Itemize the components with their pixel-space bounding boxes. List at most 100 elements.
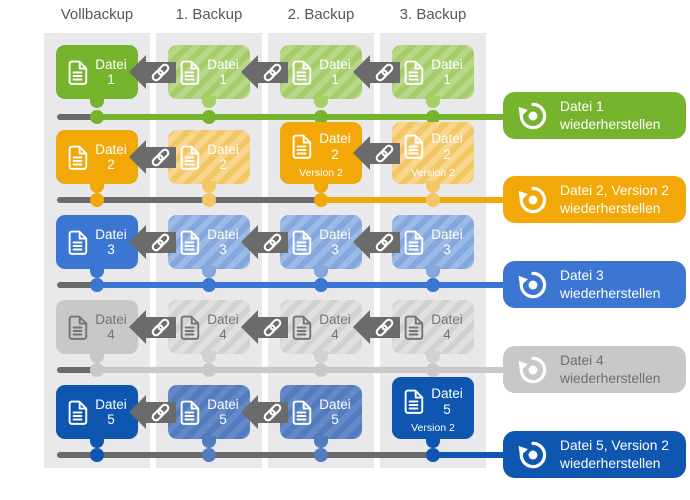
link-arrow-left: [353, 136, 400, 170]
file-name: Datei: [95, 226, 127, 242]
file-number: 3: [107, 242, 115, 257]
file-number: 1: [331, 72, 339, 87]
restore-arrow-icon: [516, 438, 550, 472]
arrow-head: [353, 55, 370, 89]
card-tab: [426, 266, 440, 278]
file-number: 4: [219, 327, 227, 342]
timeline-gray-segment: [57, 282, 99, 288]
card-tab: [202, 351, 216, 363]
file-name: Datei: [207, 141, 239, 157]
timeline-dot: [314, 363, 328, 377]
file-name: Datei: [319, 311, 351, 327]
card-tab: [314, 266, 328, 278]
document-icon: [403, 389, 424, 414]
timeline-dot: [90, 448, 104, 462]
file-number: 3: [219, 242, 227, 257]
file-number: 3: [443, 242, 451, 257]
timeline-dot: [90, 110, 104, 124]
column-header-backup-2: 2. Backup: [287, 6, 355, 23]
file-name: Datei: [95, 141, 127, 157]
timeline-gray-segment: [57, 367, 99, 373]
timeline-dot: [202, 193, 216, 207]
file-name: Datei: [431, 311, 463, 327]
file-name: Datei: [431, 131, 463, 147]
file-name: Datei: [95, 56, 127, 72]
timeline-dot: [426, 363, 440, 377]
document-icon: [291, 400, 312, 425]
arrow-head: [129, 310, 146, 344]
link-arrow-left: [353, 55, 400, 89]
arrow-head: [241, 225, 258, 259]
file-name: Datei: [207, 311, 239, 327]
document-icon: [179, 400, 200, 425]
file-number: 5: [331, 412, 339, 427]
file-number: 3: [331, 242, 339, 257]
chain-link-icon: [262, 402, 283, 423]
file-number: 1: [107, 72, 115, 87]
file-number: 5: [443, 401, 451, 417]
timeline-dot: [202, 278, 216, 292]
arrow-head: [129, 225, 146, 259]
card-tab: [90, 266, 104, 278]
card-tab: [314, 351, 328, 363]
arrow-head: [353, 225, 370, 259]
timeline-dot: [314, 110, 328, 124]
card-tab: [90, 351, 104, 363]
version-label: Version 2: [411, 422, 455, 434]
file-name: Datei: [319, 56, 351, 72]
file-name: Datei: [207, 56, 239, 72]
timeline-dot: [90, 278, 104, 292]
card-tab: [90, 96, 104, 108]
version-label: Version 2: [411, 167, 455, 179]
arrow-head: [241, 310, 258, 344]
card-tab: [90, 436, 104, 448]
file-name: Datei: [319, 396, 351, 412]
column-header-backup-3: 3. Backup: [399, 6, 467, 23]
card-tab: [90, 181, 104, 193]
timeline-dot: [426, 448, 440, 462]
file-number: 2: [219, 157, 227, 172]
chain-link-icon: [150, 402, 171, 423]
link-arrow-left: [129, 140, 176, 174]
file-name: Datei: [207, 396, 239, 412]
file-name: Datei: [319, 226, 351, 242]
timeline-gray-segment: [57, 452, 435, 458]
arrow-head: [129, 140, 146, 174]
timeline-gray-segment: [57, 114, 99, 120]
arrow-head: [353, 310, 370, 344]
timeline-dot: [90, 363, 104, 377]
file-name: Datei: [431, 56, 463, 72]
timeline-dot: [202, 448, 216, 462]
timeline-gray-segment: [57, 197, 323, 203]
card-tab: [202, 266, 216, 278]
card-tab: [202, 96, 216, 108]
